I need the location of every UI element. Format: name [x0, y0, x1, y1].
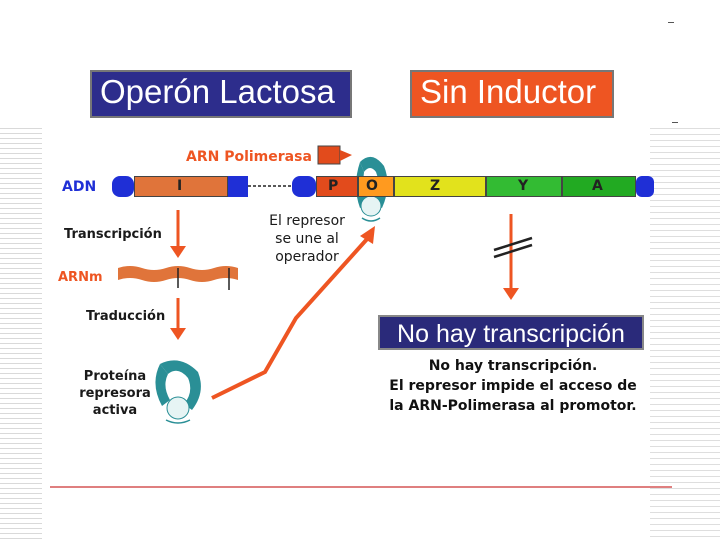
repressor-label-1: El represor — [269, 213, 345, 229]
repressor-protein-shape — [155, 360, 201, 424]
gene-i-segment — [134, 176, 228, 197]
transcription-label: Transcripción — [64, 227, 162, 242]
note-line-2: El represor impide el acceso de — [389, 378, 637, 394]
translation-arrow — [170, 298, 186, 340]
title-sin-inductor: Sin Inductor — [410, 70, 614, 118]
dna-left-cap — [112, 176, 134, 197]
protein-label-3: activa — [92, 403, 138, 418]
mrna-strand — [118, 266, 238, 290]
gene-y-label: Y — [518, 178, 529, 194]
repressor-label-3: operador — [275, 249, 339, 265]
gene-z-label: Z — [430, 178, 441, 194]
polymerase-arrow — [317, 145, 352, 165]
transcription-arrow — [170, 210, 186, 258]
dna-label: ADN — [62, 179, 97, 195]
gene-a-label: A — [592, 178, 603, 194]
binding-arrow — [211, 226, 375, 400]
left-stripe-decoration — [0, 128, 42, 540]
protein-label-1: Proteína — [83, 369, 147, 384]
no-transcription-banner: No hay transcripción — [378, 315, 644, 350]
dna-p-cap — [292, 176, 316, 197]
gene-y-segment — [486, 176, 562, 197]
corner-mark — [672, 122, 678, 123]
repressor-label-2: se une al — [275, 231, 339, 247]
gene-o-segment — [358, 176, 394, 197]
dna-right-cap — [636, 176, 654, 197]
translation-label: Traducción — [86, 309, 166, 324]
note-line-1: No hay transcripción. — [428, 358, 598, 374]
gene-p-segment — [316, 176, 358, 197]
gene-p-label: P — [328, 178, 339, 194]
dna-i-cap — [228, 176, 248, 197]
gene-z-segment — [394, 176, 486, 197]
right-stripe-decoration — [650, 128, 720, 540]
title-operon-lactosa: Operón Lactosa — [90, 70, 352, 118]
note-line-3: la ARN-Polimerasa al promotor. — [389, 398, 637, 414]
gene-o-label: O — [366, 178, 378, 194]
polymerase-label: ARN Polimerasa — [186, 149, 312, 165]
gene-i-label: I — [177, 178, 183, 194]
protein-label-2: represora — [79, 386, 151, 401]
corner-mark — [668, 22, 674, 23]
mrna-label: ARNm — [58, 270, 103, 285]
blocked-arrow — [493, 214, 533, 300]
gene-a-segment — [562, 176, 636, 197]
